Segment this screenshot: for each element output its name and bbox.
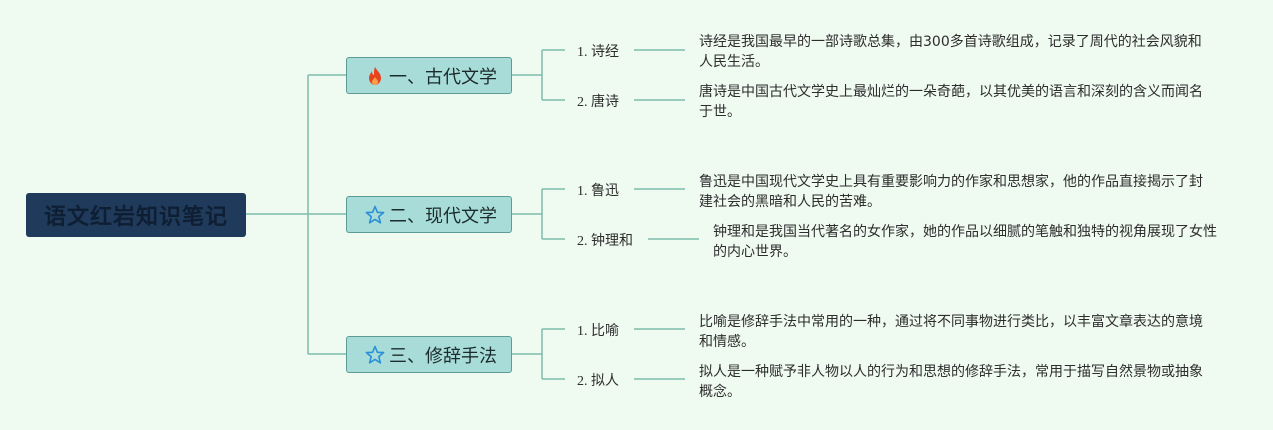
star-icon <box>365 205 385 224</box>
leaf-description[interactable]: 唐诗是中国古代文学史上最灿烂的一朵奇葩，以其优美的语言和深刻的含义而闻名于世。 <box>699 84 1203 120</box>
leaf-label-shijing[interactable]: 1. 诗经 <box>577 45 619 60</box>
leaf-description[interactable]: 鲁迅是中国现代文学史上具有重要影响力的作家和思想家，他的作品直接揭示了封建社会的… <box>699 174 1203 210</box>
branch-label: 一、古代文学 <box>389 66 497 88</box>
connector-branch-1-items <box>512 49 565 101</box>
connector-branch-2-items <box>512 188 565 240</box>
branch-node-modern-literature[interactable]: 二、现代文学 <box>346 196 512 233</box>
leaf-label-niren[interactable]: 2. 拟人 <box>577 374 619 389</box>
leaf-description[interactable]: 拟人是一种赋予非人物以人的行为和思想的修辞手法，常用于描写自然景物或抽象概念。 <box>699 364 1203 400</box>
connector-branch-3-desc <box>634 328 685 380</box>
connector-branch-3-items <box>512 328 565 380</box>
leaf-label-biyu[interactable]: 1. 比喻 <box>577 324 619 339</box>
leaf-description[interactable]: 比喻是修辞手法中常用的一种，通过将不同事物进行类比，以丰富文章表达的意境和情感。 <box>699 314 1203 350</box>
leaf-description[interactable]: 钟理和是我国当代著名的女作家，她的作品以细腻的笔触和独特的视角展现了女性的内心世… <box>713 224 1217 260</box>
branch-label: 三、修辞手法 <box>389 345 497 367</box>
leaf-label-luxun[interactable]: 1. 鲁迅 <box>577 184 619 199</box>
connector-branch-1-desc <box>634 49 685 101</box>
root-node[interactable]: 语文红岩知识笔记 <box>26 193 246 237</box>
branch-label: 二、现代文学 <box>389 205 497 227</box>
leaf-label-zhonglihe[interactable]: 2. 钟理和 <box>577 234 633 249</box>
fire-icon <box>369 66 381 85</box>
star-icon <box>365 345 385 364</box>
leaf-description[interactable]: 诗经是我国最早的一部诗歌总集，由300多首诗歌组成，记录了周代的社会风貌和人民生… <box>699 34 1202 70</box>
branch-node-ancient-literature[interactable]: 一、古代文学 <box>346 57 512 94</box>
branch-node-rhetoric[interactable]: 三、修辞手法 <box>346 336 512 373</box>
root-title: 语文红岩知识笔记 <box>43 205 228 230</box>
connector-branch-2-desc <box>634 188 699 240</box>
leaf-label-tangshi[interactable]: 2. 唐诗 <box>577 95 619 110</box>
